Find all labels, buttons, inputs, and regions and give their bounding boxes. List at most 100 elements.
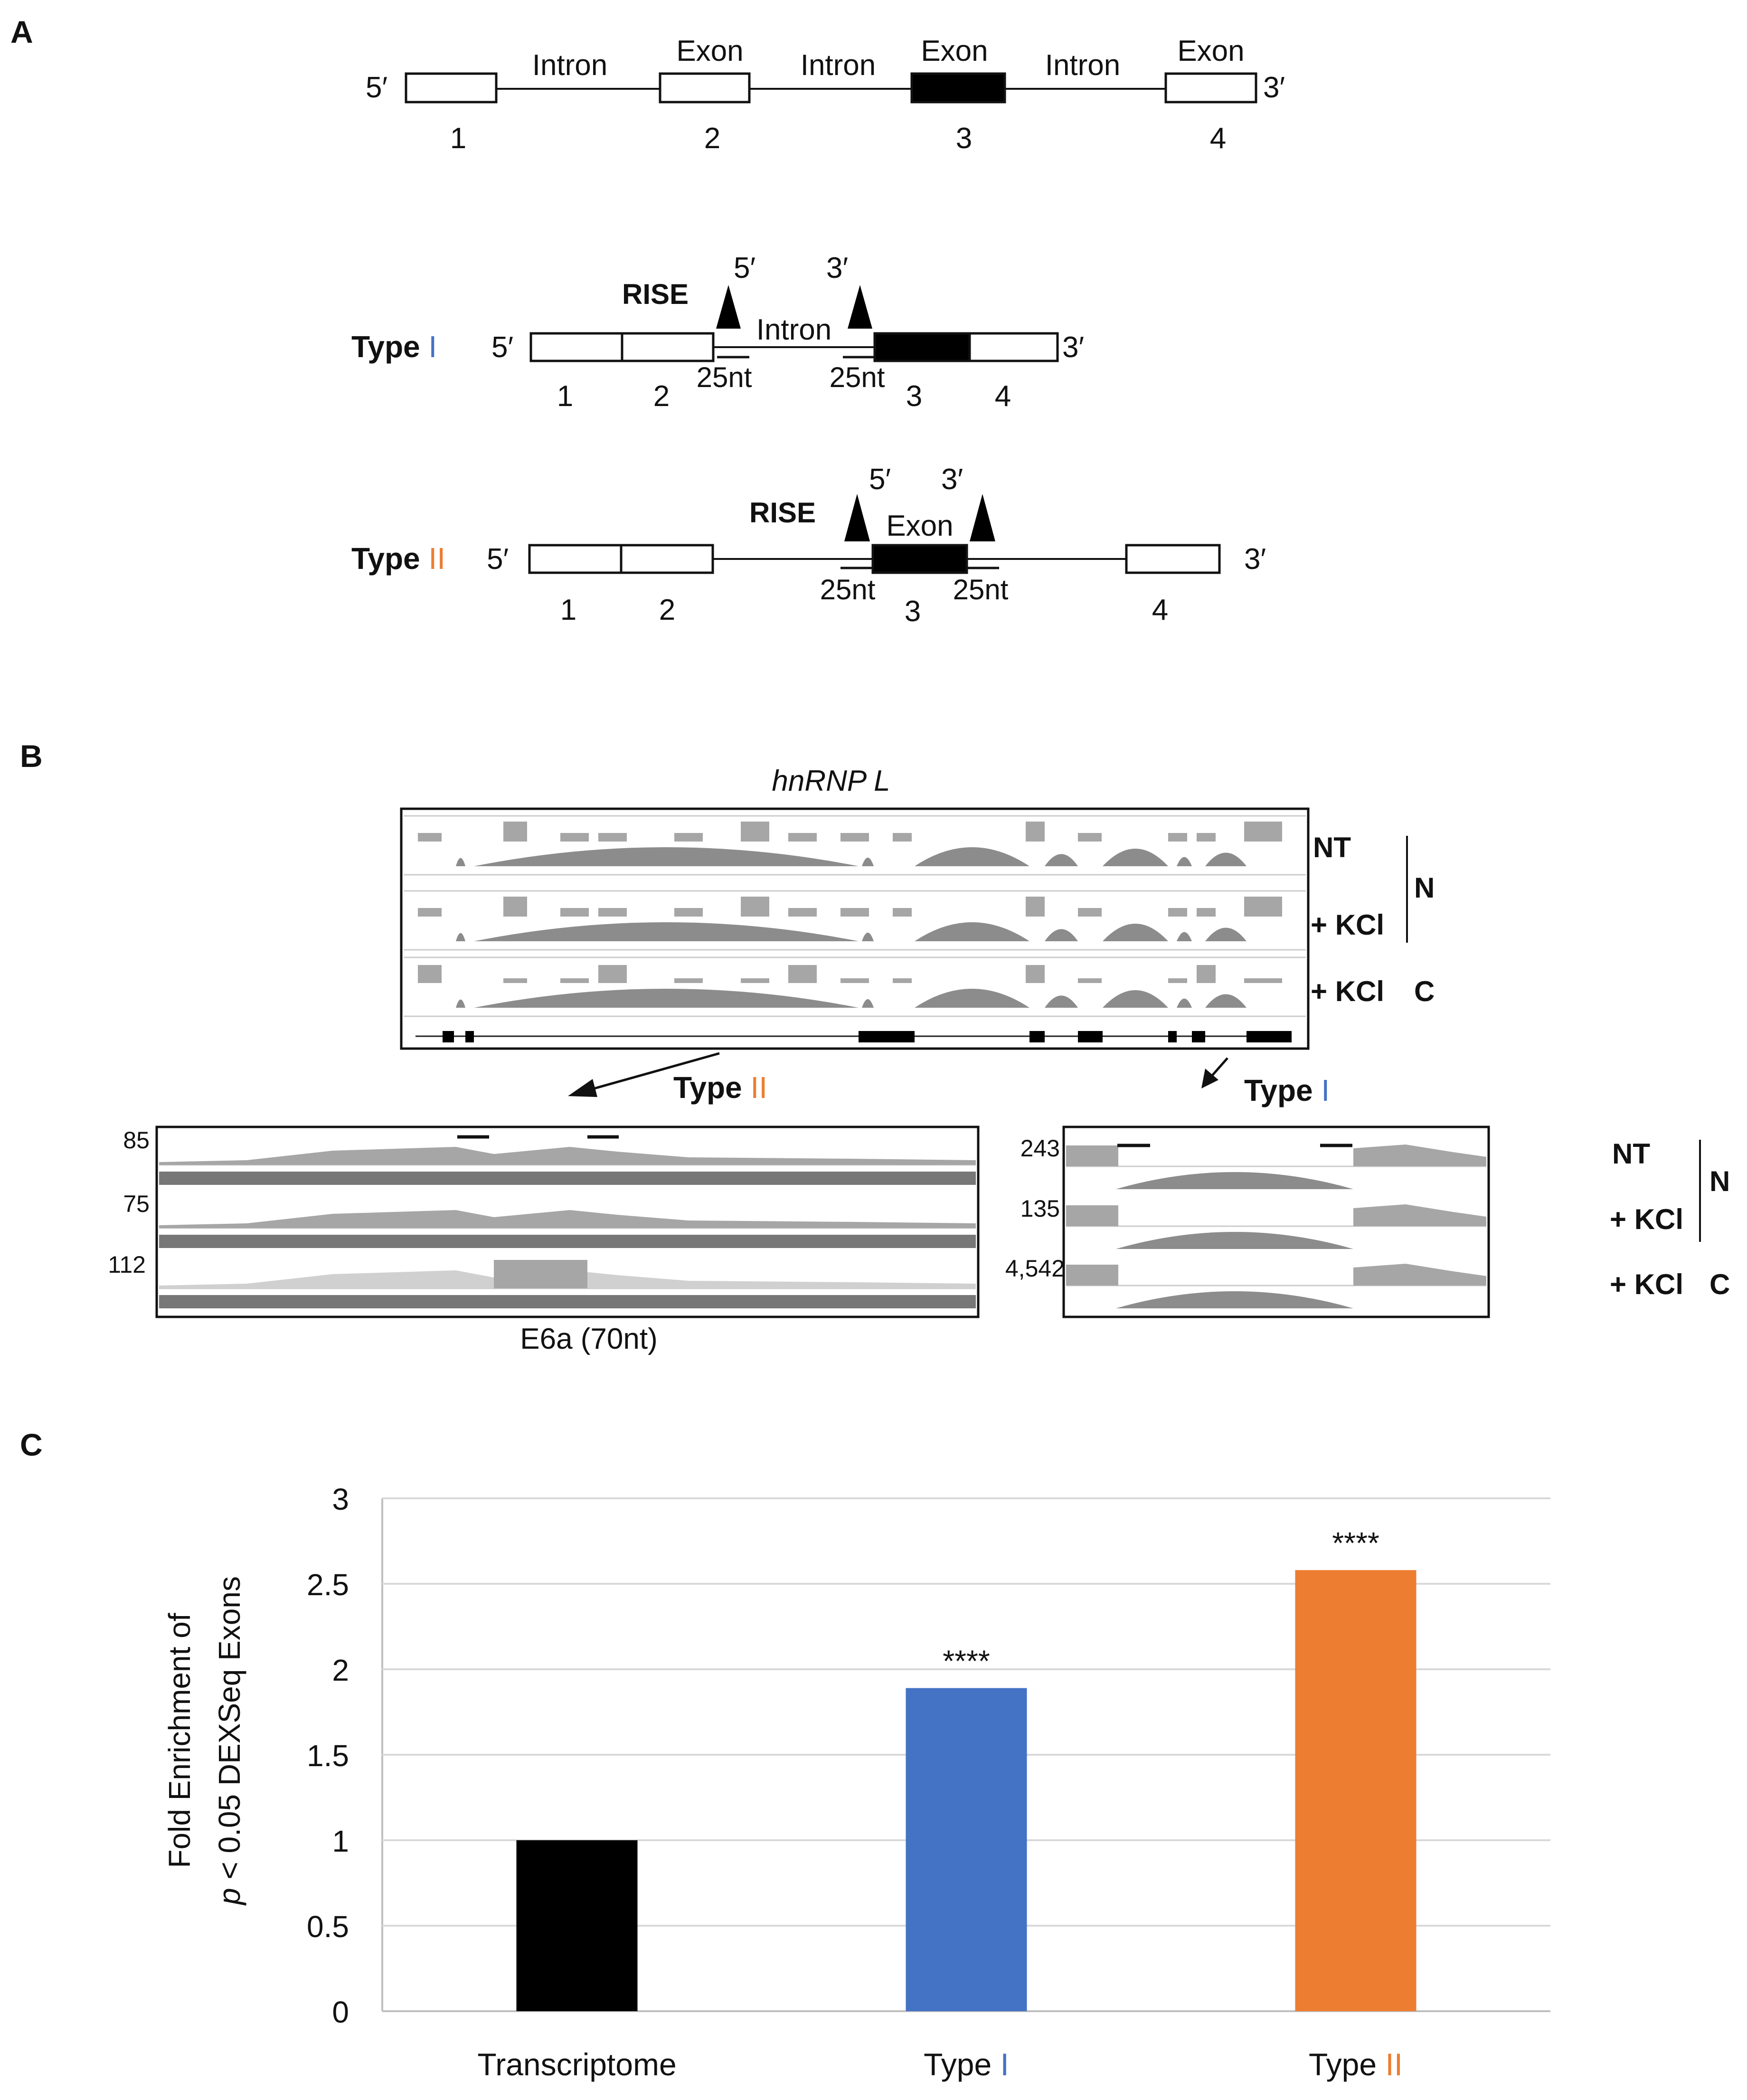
exon-3-box (910, 72, 1006, 104)
y-axis-label-line-1: Fold Enrichment of (162, 1613, 197, 1868)
gene-model: 5′ 3′ Intron Intron Intron Exon Exon Exo… (366, 35, 1285, 155)
y-axis-label-line-2: p < 0.05 DEXSeq Exons (212, 1576, 246, 1906)
rise-label: RISE (622, 278, 689, 310)
type-i-zoom-view: 243 135 4,542 NT + KCl + KCl N C (1005, 1126, 1730, 1318)
genome-browser-overview: NT + KCl + KCl N C (400, 807, 1435, 1050)
three-prime-label: 3′ (1062, 331, 1084, 364)
25nt-label: 25nt (830, 361, 885, 393)
five-prime-label: 5′ (869, 463, 891, 496)
bar (906, 1688, 1027, 2011)
three-prime-label: 3′ (941, 463, 963, 496)
intron-label: Intron (532, 49, 608, 82)
track-scale: 112 (108, 1251, 146, 1278)
intron-label: Intron (801, 49, 876, 82)
exon-3-box (871, 544, 968, 574)
exon-number: 3 (956, 122, 972, 155)
exon-1-box (405, 72, 498, 104)
exon-label: Exon (676, 35, 743, 67)
type-i-label: Type I (1244, 1073, 1330, 1107)
exon-number: 2 (659, 594, 675, 626)
panel-a-label: A (10, 14, 33, 49)
fraction-label-nuclear: N (1414, 872, 1435, 904)
y-tick-label: 0 (332, 1995, 349, 2029)
type-i-model: Type I 5′ 3′ RISE 5′ 3′ Intron 25nt 25nt… (351, 252, 1084, 413)
intron-label: Intron (756, 313, 832, 346)
exon-number: 4 (995, 380, 1011, 413)
exon-number: 4 (1210, 122, 1226, 155)
x-tick-label: Type II (1309, 2047, 1403, 2082)
five-prime-label: 5′ (491, 331, 513, 364)
y-tick-label: 0.5 (307, 1910, 349, 1944)
exon-1-box (528, 544, 623, 574)
type-ii-label: Type II (673, 1070, 767, 1105)
exon-1-box (529, 332, 623, 362)
track-scale: 135 (1020, 1195, 1060, 1222)
track-label-kcl: + KCl (1610, 1268, 1683, 1300)
three-prime-splice-site-arrowhead (848, 285, 872, 329)
three-prime-splice-site-arrowhead (970, 494, 995, 541)
five-prime-label: 5′ (487, 543, 509, 576)
track-scale: 243 (1020, 1135, 1060, 1162)
exon-4-box (1125, 544, 1221, 574)
25nt-label: 25nt (697, 361, 752, 393)
five-prime-splice-site-arrowhead (844, 494, 870, 541)
exon-number: 1 (560, 594, 576, 626)
type-i-label: Type I (351, 330, 437, 364)
exon-label: Exon (921, 35, 988, 67)
sashimi-tracks (404, 815, 1306, 1017)
y-tick-label: 1.5 (307, 1739, 349, 1773)
track-scale: 75 (123, 1191, 150, 1217)
x-tick-label: Type I (924, 2047, 1009, 2082)
track-scale: 85 (123, 1127, 150, 1154)
type-ii-zoom-view: 85 75 112 E6a (70nt) (108, 1126, 980, 1355)
x-tick-label: Transcriptome (477, 2047, 676, 2082)
panel-b: B hnRNP L NT + KCl + KCl N C (20, 738, 1730, 1355)
three-prime-label: 3′ (1244, 543, 1266, 576)
y-tick-label: 2 (332, 1653, 349, 1687)
fraction-label-nuclear: N (1709, 1165, 1730, 1197)
fraction-label-cytoplasmic: C (1709, 1268, 1730, 1300)
gene-annotation-track (443, 1031, 1292, 1042)
exon-2-box (621, 332, 715, 362)
five-prime-label: 5′ (734, 252, 755, 284)
significance-label: **** (943, 1644, 990, 1678)
y-tick-label: 3 (332, 1482, 349, 1516)
exon-number: 4 (1152, 594, 1168, 626)
panel-c-label: C (20, 1427, 43, 1462)
track-label-kcl: + KCl (1311, 909, 1384, 941)
significance-label: **** (1332, 1526, 1379, 1560)
panel-a: A 5′ 3′ Intron Intron Intron Exon Exon E… (10, 14, 1285, 628)
exon-4-box (1164, 72, 1257, 104)
type-ii-model: Type II 5′ 3′ RISE 5′ 3′ Exon 25nt 25nt … (351, 463, 1266, 628)
three-prime-label: 3′ (826, 252, 848, 284)
exon-label: Exon (1177, 35, 1244, 67)
exon-2-box (659, 72, 751, 104)
y-tick-label: 2.5 (307, 1568, 349, 1602)
exon-label: Exon (886, 510, 953, 542)
track-label-kcl: + KCl (1311, 975, 1384, 1007)
25nt-label: 25nt (820, 574, 876, 605)
25nt-label: 25nt (953, 574, 1009, 605)
exon-number: 2 (653, 380, 670, 413)
y-tick-label: 1 (332, 1824, 349, 1858)
exon-number: 3 (906, 380, 922, 413)
exon-3-box (873, 332, 971, 362)
exon-caption: E6a (70nt) (520, 1323, 658, 1355)
track-label-kcl: + KCl (1610, 1203, 1683, 1235)
five-prime-label: 5′ (366, 71, 387, 104)
rise-label: RISE (749, 497, 816, 529)
exon-number: 1 (557, 380, 573, 413)
exon-number: 2 (704, 122, 720, 155)
zoom-arrows: Type II Type I (568, 1052, 1330, 1107)
exon-number: 3 (905, 595, 921, 628)
track-scale: 4,542 (1005, 1255, 1065, 1282)
panel-b-label: B (20, 738, 43, 774)
fraction-label-cytoplasmic: C (1414, 975, 1435, 1007)
exon-4-box (968, 332, 1059, 362)
gene-name: hnRNP L (772, 765, 890, 797)
bar (1295, 1570, 1416, 2011)
exon-number: 1 (450, 122, 466, 155)
